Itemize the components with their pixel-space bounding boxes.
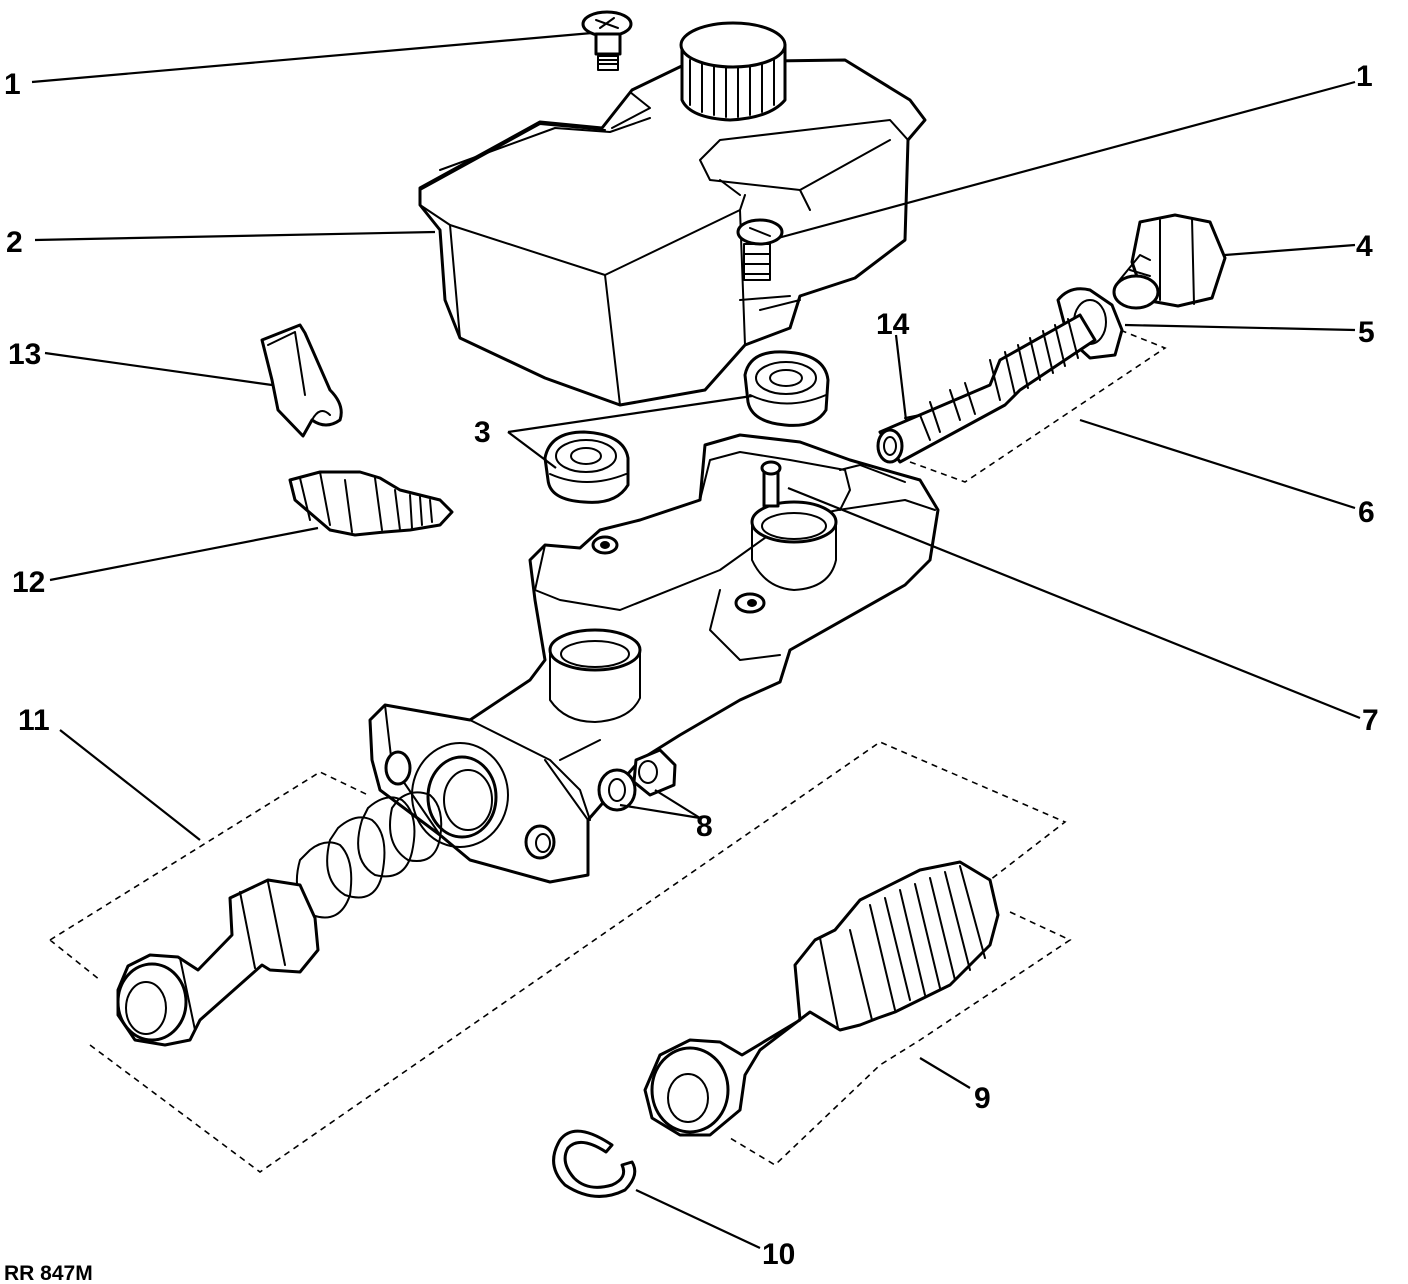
drawing-reference: RR 847M bbox=[4, 1262, 93, 1284]
callout-3: 3 bbox=[474, 416, 491, 449]
callout-4: 4 bbox=[1356, 230, 1373, 263]
reservoir-screw-lower bbox=[736, 218, 784, 281]
group-frame-tipping-valve bbox=[909, 329, 1167, 483]
reservoir-seal-left bbox=[543, 430, 630, 504]
group-frame-secondary bbox=[729, 911, 1072, 1166]
leader-lines bbox=[31, 31, 1361, 1249]
reservoir-seal-right bbox=[743, 350, 830, 427]
callout-10: 10 bbox=[762, 1238, 795, 1271]
callout-14: 14 bbox=[876, 308, 910, 341]
callout-1-lower: 1 bbox=[1356, 60, 1373, 93]
callout-9: 9 bbox=[974, 1082, 991, 1115]
callout-1-upper: 1 bbox=[4, 68, 21, 101]
callout-13: 13 bbox=[8, 338, 41, 371]
primary-plunger-assembly bbox=[116, 791, 443, 1047]
callout-2: 2 bbox=[6, 226, 23, 259]
tipping-valve-assembly bbox=[876, 313, 1097, 464]
reservoir-cap bbox=[679, 21, 787, 122]
circlip bbox=[552, 1129, 637, 1198]
callout-5: 5 bbox=[1358, 316, 1375, 349]
master-cylinder-body bbox=[368, 433, 940, 884]
callout-7: 7 bbox=[1362, 704, 1379, 737]
fluid-reservoir bbox=[418, 58, 927, 407]
stop-pin-seal-and-nut bbox=[597, 748, 677, 812]
retaining-clip bbox=[260, 323, 343, 438]
callout-12: 12 bbox=[12, 566, 45, 599]
group-frame-primary bbox=[49, 741, 1067, 1173]
callout-11: 11 bbox=[18, 704, 50, 737]
reservoir-screw-top bbox=[581, 10, 633, 71]
secondary-plunger-assembly bbox=[643, 860, 1000, 1137]
callout-labels: 1 1 2 3 4 5 6 7 8 9 10 11 12 13 14 RR 84… bbox=[4, 60, 1379, 1284]
outlet-nut bbox=[1112, 213, 1227, 310]
warning-switch bbox=[288, 470, 454, 537]
callout-8: 8 bbox=[696, 810, 713, 843]
callout-6: 6 bbox=[1358, 496, 1375, 529]
